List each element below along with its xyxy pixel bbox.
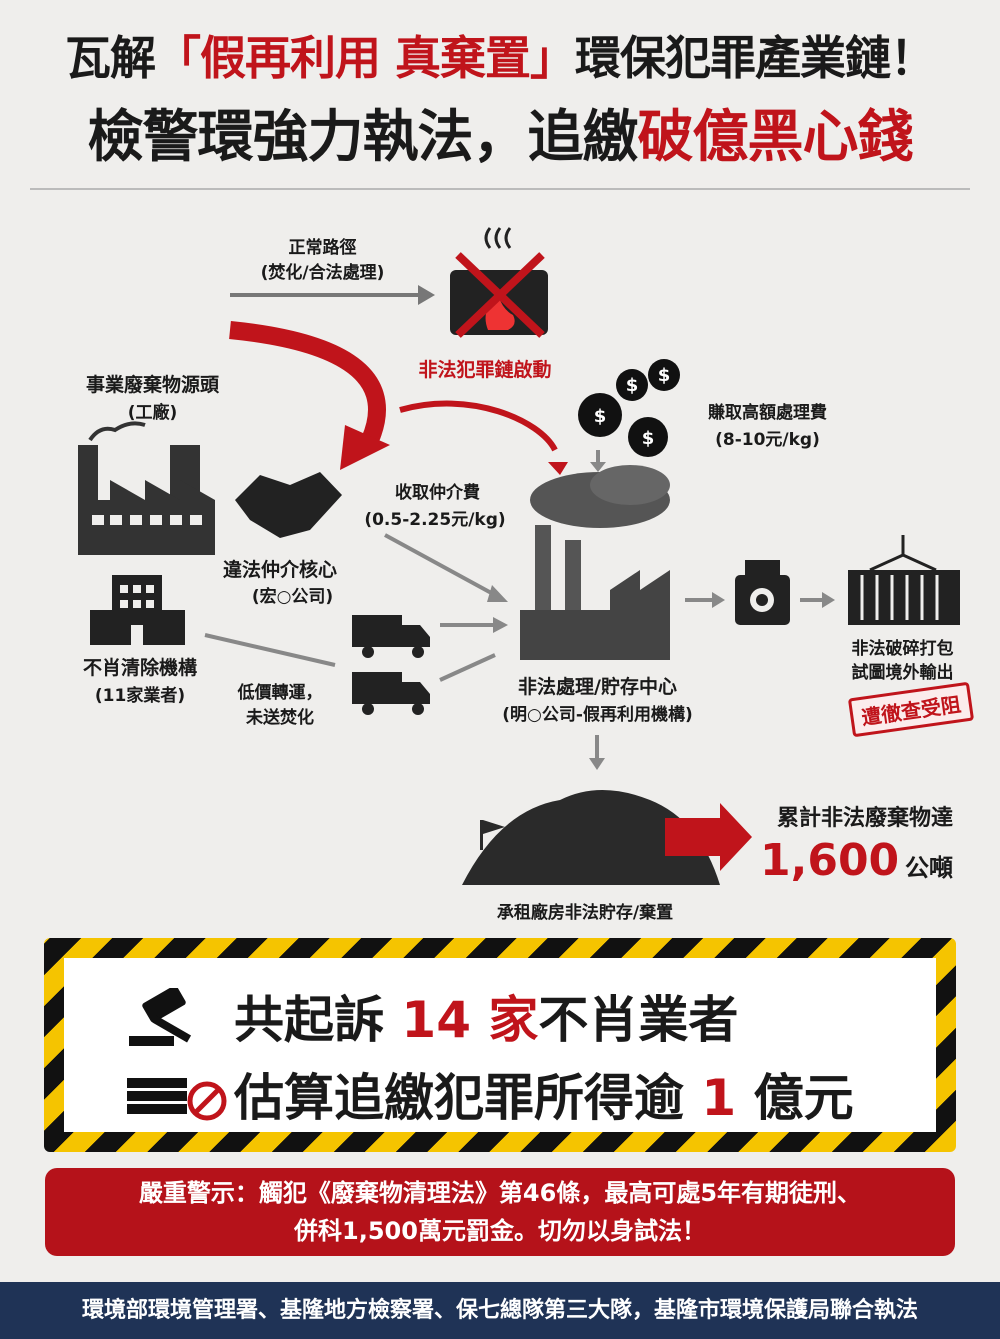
red-arrowhead-broker	[340, 425, 390, 470]
handshake-icon	[235, 472, 342, 538]
broker-label: 違法仲介核心	[222, 559, 337, 581]
truck-icon	[352, 615, 430, 658]
money-bags-icon: $ $ $ $	[578, 359, 680, 457]
source-label: 事業廢棄物源頭	[85, 374, 219, 396]
flow-diagram-graphics: $ $ $ $	[78, 227, 960, 885]
pile-label: 承租廠房非法貯存/棄置	[496, 903, 674, 923]
normal-path-label: 正常路徑	[288, 238, 357, 258]
svg-text:$: $	[594, 406, 607, 427]
svg-text:$: $	[626, 375, 639, 396]
transport-label-2: 未送焚化	[246, 708, 314, 728]
center-sub: (明○公司-假再利用機構)	[502, 705, 693, 725]
red-total-arrow	[665, 803, 752, 871]
warning-line-2: 併科1,500萬元罰金。切勿以身試法！	[294, 1217, 706, 1245]
footer-agencies: 環境部環境管理署、基隆地方檢察署、保七總隊第三大隊，基隆市環境保護局聯合執法	[0, 1282, 1000, 1339]
summary-hazard-box: 共起訴 14 家不肖業者 估算追繳犯罪所得逾 1 億元	[44, 938, 956, 1152]
high-fee-sub: (8-10元/kg)	[715, 430, 820, 450]
legal-warning-banner: 嚴重警示：觸犯《廢棄物清理法》第46條，最高可處5年有期徒刑、 併科1,500萬…	[45, 1168, 955, 1256]
shredder-icon	[735, 560, 790, 625]
illegal-chain-label: 非法犯罪鏈啟動	[418, 359, 552, 381]
normal-path-sub: (焚化/合法處理)	[260, 263, 385, 283]
export-label-1: 非法破碎打包	[851, 639, 954, 659]
broker-fee-label: 收取仲介費	[395, 483, 480, 503]
clearer-sub: (11家業者)	[94, 686, 186, 706]
total-value: 1,600	[760, 835, 900, 886]
transport-label-1: 低價轉運，	[237, 683, 323, 703]
source-sub: (工廠)	[127, 403, 178, 423]
indictment-summary: 共起訴 14 家不肖業者	[234, 991, 739, 1049]
shipping-container-icon	[848, 535, 960, 625]
incinerator-crossed-icon	[450, 227, 548, 338]
title-line-2: 檢警環強力執法，追繳破億黑心錢	[87, 105, 914, 170]
garbage-pile-icon	[462, 790, 720, 885]
factory-source-icon	[78, 421, 215, 555]
export-label-2: 試圖境外輸出	[851, 663, 954, 683]
total-unit: 公噸	[905, 854, 953, 882]
illegal-chain-red-arrows	[229, 321, 558, 452]
warning-line-1: 嚴重警示：觸犯《廢棄物清理法》第46條，最高可處5年有期徒刑、	[138, 1179, 862, 1207]
center-label: 非法處理/貯存中心	[518, 676, 677, 698]
flow-arrows-gray	[204, 533, 825, 760]
clearer-label: 不肖清除機構	[82, 657, 197, 679]
illegal-factory-icon	[520, 465, 670, 660]
normal-path-arrow	[230, 285, 435, 305]
total-label: 累計非法廢棄物達	[776, 806, 953, 831]
high-fee-label: 賺取高額處理費	[708, 403, 827, 423]
confiscation-summary: 估算追繳犯罪所得逾 1 億元	[234, 1069, 854, 1127]
office-building-icon	[90, 575, 185, 645]
truck-icon-2	[352, 672, 430, 715]
title-line-1: 瓦解「假再利用 真棄置」環保犯罪產業鏈！	[64, 31, 936, 85]
gavel-icon	[129, 988, 192, 1046]
money-confiscation-icon	[127, 1078, 227, 1121]
svg-text:$: $	[642, 428, 655, 449]
broker-fee-sub: (0.5-2.25元/kg)	[364, 510, 506, 530]
divider	[30, 188, 970, 190]
svg-text:$: $	[658, 365, 671, 386]
broker-sub: (宏○公司)	[251, 587, 334, 607]
